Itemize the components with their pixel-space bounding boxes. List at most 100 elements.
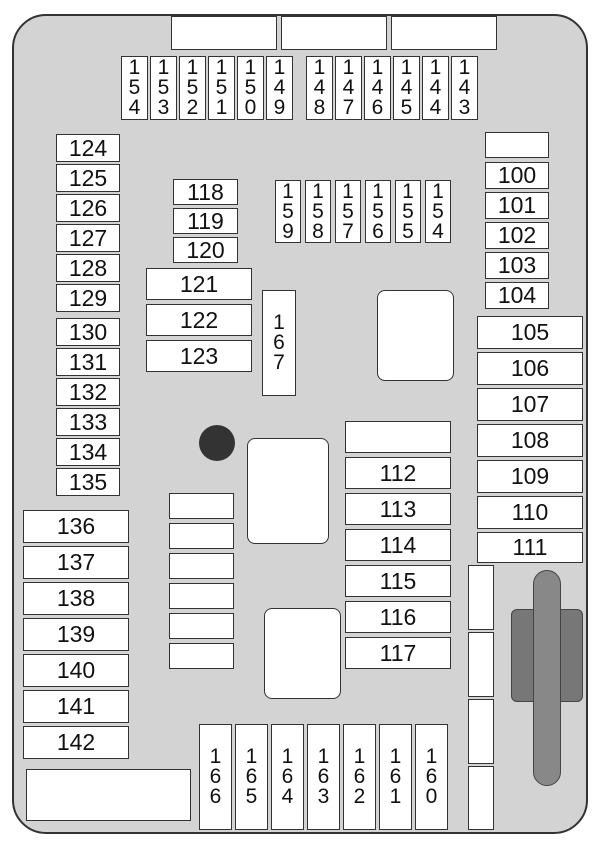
fuse-label-digit: 1 [282, 179, 294, 203]
fuse-label-digit: 1 [273, 56, 286, 79]
fuse-label-digit: 1 [371, 56, 384, 79]
fuse-label-digit: 1 [402, 179, 414, 203]
fuse-label-digit: 6 [209, 785, 222, 808]
fuse-label-digit: 8 [313, 96, 326, 119]
fuse-label-digit: 5 [157, 76, 170, 99]
fuse-label-digit: 4 [432, 219, 444, 243]
fuse-label-digit: 1 [186, 56, 199, 79]
fuse-115: 115 [345, 565, 451, 597]
fuse-116: 116 [345, 601, 451, 633]
fuse-label-digit: 5 [400, 96, 413, 119]
blank-fuse-4 [169, 583, 234, 609]
fuse-113: 113 [345, 493, 451, 525]
fuse-108: 108 [477, 424, 583, 457]
fuse-117: 117 [345, 637, 451, 669]
fuse-label-digit: 1 [245, 745, 258, 768]
blank-fuse-1 [169, 493, 234, 519]
fuse-label-digit: 1 [342, 56, 355, 79]
fuse-label-digit: 6 [245, 765, 258, 788]
blank-fuse-2 [169, 523, 234, 549]
fuse-134: 134 [56, 438, 120, 466]
fuse-label-digit: 1 [215, 56, 228, 79]
fuse-125: 125 [56, 164, 120, 192]
fuse-136: 136 [23, 510, 129, 543]
fuse-label-digit: 1 [389, 785, 402, 808]
fuse-label-digit: 6 [371, 96, 384, 119]
fuse-100: 100 [485, 162, 549, 189]
fuse-127: 127 [56, 224, 120, 252]
fuse-label-digit: 4 [342, 76, 355, 99]
top-relay-2 [281, 16, 387, 50]
blank-fuse-right-top [485, 132, 549, 158]
fuse-label-digit: 6 [209, 765, 222, 788]
fuse-123: 123 [146, 340, 252, 372]
fuse-label-digit: 1 [273, 311, 285, 334]
blank-fuse-5 [169, 613, 234, 639]
fuse-131: 131 [56, 348, 120, 376]
blank-vertical-fuse-4 [468, 766, 494, 830]
fuse-118: 118 [173, 179, 238, 205]
fuse-label-digit: 5 [282, 199, 294, 223]
fuse-130: 130 [56, 318, 120, 346]
fuse-102: 102 [485, 222, 549, 249]
fuse-112: 112 [345, 457, 451, 489]
fuse-120: 120 [173, 237, 238, 263]
fuse-label-digit: 7 [342, 96, 355, 119]
relay-middle [247, 438, 329, 544]
fuse-label-digit: 5 [312, 199, 324, 223]
fuse-101: 101 [485, 192, 549, 219]
fuse-label-digit: 5 [215, 76, 228, 99]
fuse-label-digit: 4 [313, 76, 326, 99]
fuse-label-digit: 1 [215, 96, 228, 119]
fuse-label-digit: 1 [317, 745, 330, 768]
fuse-label-digit: 6 [372, 219, 384, 243]
fuse-label-digit: 2 [186, 96, 199, 119]
fuse-label-digit: 6 [425, 765, 438, 788]
fuse-109: 109 [477, 460, 583, 493]
fuse-label-digit: 1 [313, 56, 326, 79]
fuse-label-digit: 4 [281, 785, 294, 808]
fuse-128: 128 [56, 254, 120, 282]
fuse-139: 139 [23, 618, 129, 651]
fuse-label-digit: 0 [425, 785, 438, 808]
fuse-label-digit: 5 [402, 219, 414, 243]
fuse-label-digit: 8 [312, 219, 324, 243]
mounting-hole [199, 425, 235, 461]
fuse-105: 105 [477, 316, 583, 349]
fuse-label-digit: 1 [389, 745, 402, 768]
fuse-label-digit: 5 [128, 76, 141, 99]
fuse-label-digit: 1 [157, 56, 170, 79]
fuse-label-digit: 9 [273, 96, 286, 119]
fuse-141: 141 [23, 690, 129, 723]
fuse-142: 142 [23, 726, 129, 759]
fuse-label-digit: 4 [273, 76, 286, 99]
fuse-140: 140 [23, 654, 129, 687]
fuse-119: 119 [173, 208, 238, 234]
fuse-label-digit: 4 [128, 96, 141, 119]
fuse-label-digit: 1 [209, 745, 222, 768]
fuse-label-digit: 6 [273, 331, 285, 354]
fuse-106: 106 [477, 352, 583, 385]
fuse-label-digit: 6 [353, 765, 366, 788]
fuse-110: 110 [477, 496, 583, 529]
connector-rail [533, 570, 561, 786]
blank-fuse-3 [169, 553, 234, 579]
fuse-103: 103 [485, 252, 549, 279]
fuse-label-digit: 4 [371, 76, 384, 99]
fuse-135: 135 [56, 468, 120, 496]
fuse-label-digit: 5 [186, 76, 199, 99]
